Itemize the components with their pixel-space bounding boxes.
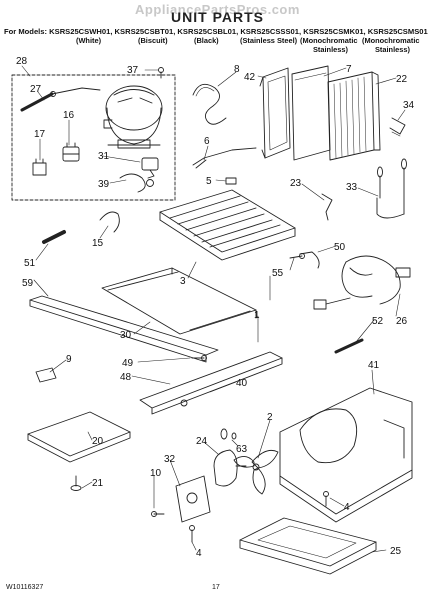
callout-2: 2 <box>267 412 273 423</box>
variant-mono-2: (Monochromatic <box>362 36 420 45</box>
part-21-foot <box>70 475 82 491</box>
callout-17: 17 <box>34 129 46 140</box>
part-compressor <box>103 85 163 149</box>
doc-number: W10116327 <box>6 584 44 591</box>
callout-16: 16 <box>63 110 75 121</box>
part-41-base-pan <box>279 387 413 523</box>
callout-5: 5 <box>206 176 212 187</box>
variant-black: (Black) <box>194 36 219 45</box>
part-37-grommet <box>158 67 164 79</box>
part-34-bracket <box>389 117 406 137</box>
callout-28: 28 <box>16 56 28 67</box>
part-59-rail <box>29 295 219 363</box>
part-27-protector-tube <box>20 87 101 112</box>
part-3-condenser-coil <box>159 189 296 261</box>
variant-biscuit: (Biscuit) <box>138 36 168 45</box>
part-6-tube <box>192 147 257 169</box>
part-39-harness <box>119 173 154 193</box>
part-2-fan-blade <box>233 449 279 495</box>
part-52-drain-tube <box>334 338 364 354</box>
part-33-drier <box>376 158 407 219</box>
part-42-evaporator-cover <box>259 67 291 159</box>
callout-41: 41 <box>368 360 380 371</box>
part-7-insulation <box>291 65 331 161</box>
part-26-harness <box>313 255 411 310</box>
part-49-screw <box>191 355 207 361</box>
variant-mono-1-cont: Stainless) <box>313 45 348 54</box>
part-10-screw <box>151 511 165 517</box>
callout-32: 32 <box>164 454 176 465</box>
part-4-screw-a <box>189 525 195 543</box>
part-8-tube <box>192 83 227 125</box>
part-31-cover <box>141 157 159 179</box>
callout-8: 8 <box>234 64 240 75</box>
callout-10: 10 <box>150 468 162 479</box>
callout-30: 30 <box>120 330 132 341</box>
callout-55: 55 <box>272 268 284 279</box>
variant-mono-2-cont: Stainless) <box>375 45 410 54</box>
callout-25: 25 <box>390 546 402 557</box>
part-25-drain-pan <box>239 517 377 575</box>
callout-48: 48 <box>120 372 132 383</box>
part-17-overload <box>32 158 47 176</box>
callout-3: 3 <box>180 276 186 287</box>
part-5-clip <box>225 177 237 185</box>
part-23-wire <box>321 193 333 221</box>
callout-9: 9 <box>66 354 72 365</box>
variant-white: (White) <box>76 36 102 45</box>
model-variants: (White) (Biscuit) (Black) (Stainless Ste… <box>0 36 435 66</box>
part-4-screw-b <box>323 491 329 507</box>
callout-22: 22 <box>396 74 408 85</box>
callout-24: 24 <box>196 436 208 447</box>
callout-33: 33 <box>346 182 358 193</box>
callout-4-a: 4 <box>196 548 202 559</box>
callout-4-b: 4 <box>344 502 350 513</box>
part-51-grommet <box>42 230 66 244</box>
callout-49: 49 <box>122 358 134 369</box>
part-30-frame <box>101 267 257 335</box>
compressor-kit-box <box>11 74 176 201</box>
callout-63: 63 <box>236 444 248 455</box>
callout-34: 34 <box>403 100 415 111</box>
callout-26: 26 <box>396 316 408 327</box>
part-15-wire <box>99 211 120 233</box>
callout-7: 7 <box>346 64 352 75</box>
callout-labels: 28 37 8 42 7 22 27 16 17 31 39 6 34 5 23… <box>16 56 415 559</box>
callout-6: 6 <box>204 136 210 147</box>
callout-20: 20 <box>92 436 104 447</box>
part-48-base-rail <box>139 351 283 415</box>
part-22-evaporator <box>327 71 381 161</box>
part-55-screw <box>289 253 305 259</box>
callout-51: 51 <box>24 258 36 269</box>
variant-stainless-steel: (Stainless Steel) <box>240 36 298 45</box>
callout-52: 52 <box>372 316 384 327</box>
callout-15: 15 <box>92 238 104 249</box>
callout-37: 37 <box>127 65 139 76</box>
part-9-label <box>35 367 57 383</box>
callout-23: 23 <box>290 178 302 189</box>
callout-42: 42 <box>244 72 256 83</box>
part-24-fan-motor <box>213 449 247 487</box>
callout-1: 1 <box>254 310 260 321</box>
callout-31: 31 <box>98 151 110 162</box>
part-50-bracket <box>299 251 320 269</box>
callout-21: 21 <box>92 478 104 489</box>
watermark: AppliancePartsPros.com <box>135 2 300 17</box>
page-title: UNIT PARTS <box>171 9 264 25</box>
callout-40: 40 <box>236 378 248 389</box>
part-20-drip-tray <box>27 411 131 463</box>
leader-lines <box>21 65 406 553</box>
callout-27: 27 <box>30 84 42 95</box>
page-number: 17 <box>212 584 220 591</box>
callout-50: 50 <box>334 242 346 253</box>
part-63-washer <box>220 428 237 440</box>
models-line: For Models: KSRS25CSWH01, KSRS25CSBT01, … <box>4 27 428 36</box>
callout-39: 39 <box>98 179 110 190</box>
part-16-relay <box>62 142 80 162</box>
part-32-motor-bracket <box>175 475 211 523</box>
variant-mono-1: (Monochromatic <box>300 36 358 45</box>
callout-59: 59 <box>22 278 34 289</box>
